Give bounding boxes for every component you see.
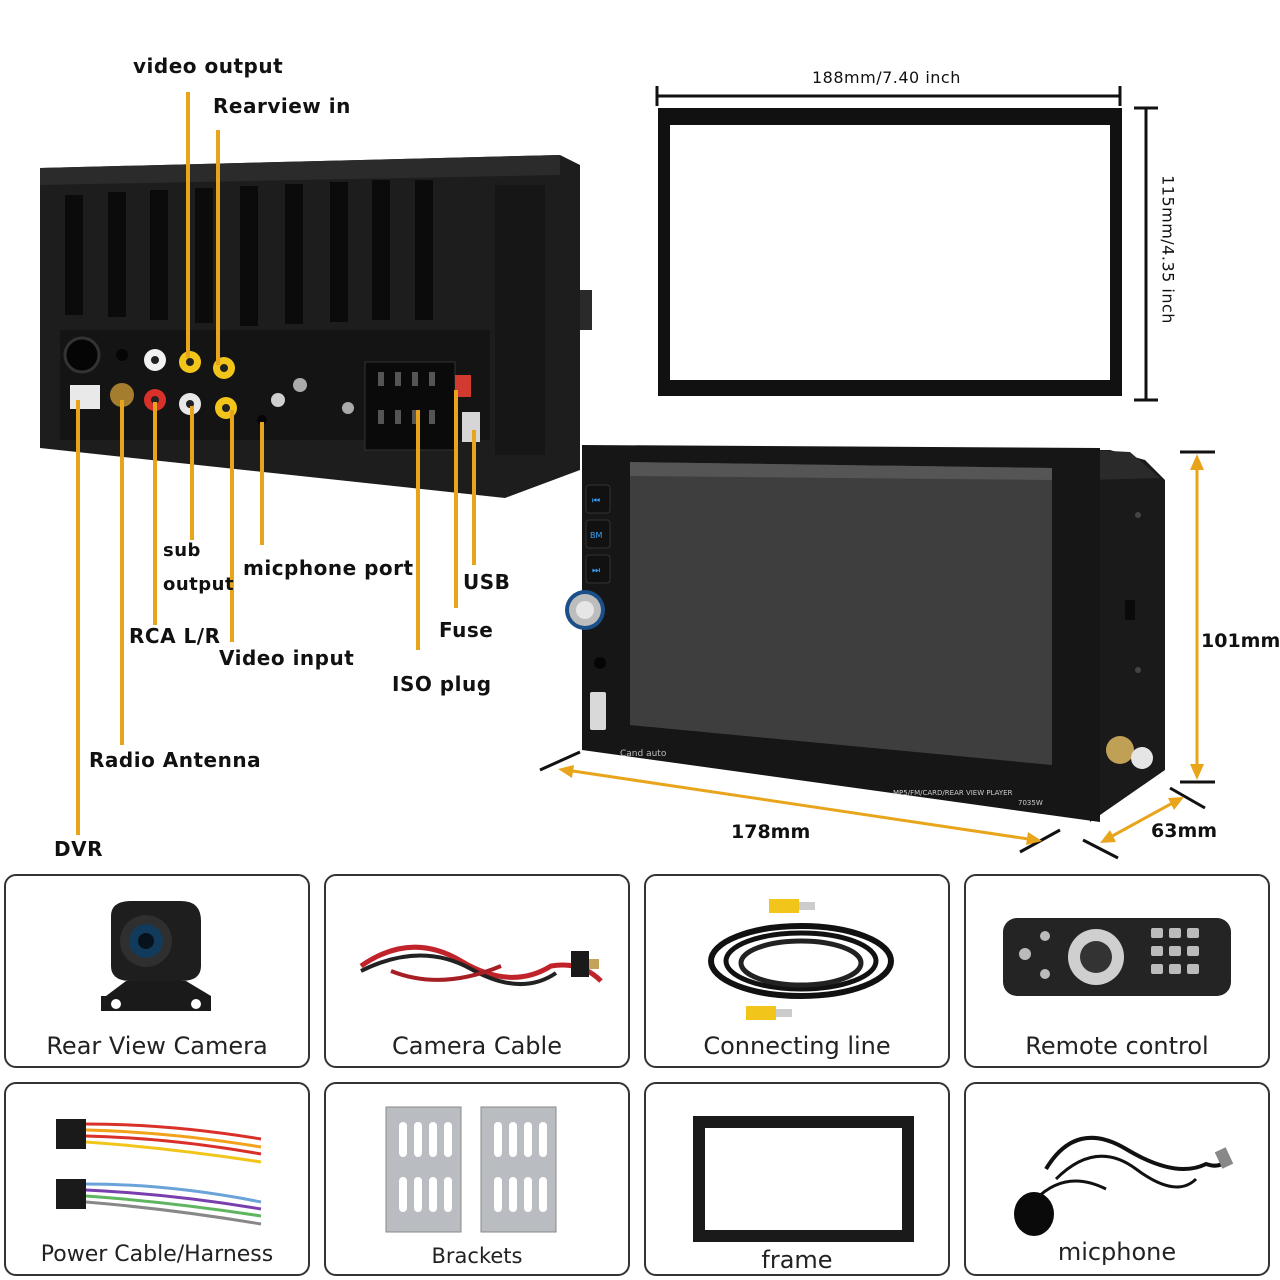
accessory-label: Brackets [431,1244,523,1268]
label-sub-output-line1: sub [163,540,201,561]
model-line-text: MP5/FM/CARD/REAR VIEW PLAYER [893,789,1013,797]
label-video-output: video output [133,54,284,78]
label-usb: USB [463,570,511,594]
accessory-label: Remote control [1025,1032,1209,1060]
callout-lines [76,92,476,835]
brand-text: Cand auto [620,749,667,759]
brackets-icon [385,1106,557,1233]
unit-height-arrow [1180,450,1215,784]
accessory-label: micphone [1057,1238,1177,1266]
micphone-icon [1014,1135,1234,1236]
label-video-input: Video input [219,646,355,670]
dim-frame-width: 188mm/7.40 inch [812,68,961,87]
frame-width-bracket [655,86,1122,106]
svg-text:⏭: ⏭ [592,566,600,576]
accessory-label: frame [761,1246,833,1274]
accessory-card-rear-view-camera: Rear View Camera [4,874,310,1068]
accessory-card-remote-control: Remote control [964,874,1270,1068]
accessory-card-camera-cable: Camera Cable [324,874,630,1068]
accessory-label: Connecting line [703,1032,891,1060]
front-unit-diagram: ⏮ BM ⏭ Cand auto MP5/FM/CARD/REAR VIEW P… [539,445,1215,860]
label-dvr: DVR [54,837,103,861]
accessory-card-brackets: Brackets [324,1082,630,1276]
label-sub-output-line2: output [163,574,235,595]
label-rearview-in: Rearview in [213,94,351,118]
rear-unit-body [40,155,592,498]
label-rca-lr: RCA L/R [129,624,221,648]
accessory-card-micphone: micphone [964,1082,1270,1276]
accessory-card-connecting-line: Connecting line [644,874,950,1068]
power-harness-icon [56,1119,262,1226]
dim-unit-height: 101mm [1201,630,1280,652]
frame-height-bracket [1134,106,1158,402]
frame-icon [693,1116,914,1242]
model-no-text: 7035W [1018,799,1043,807]
accessory-label: Rear View Camera [46,1032,268,1060]
accessory-card-frame: frame [644,1082,950,1276]
svg-text:⏮: ⏮ [592,496,600,506]
accessory-label: Power Cable/Harness [40,1242,274,1267]
label-fuse: Fuse [439,618,494,642]
rear-unit-diagram [40,92,592,835]
label-radio-antenna: Radio Antenna [89,748,262,772]
btn-bm-text: BM [590,531,602,540]
touch-screen [630,462,1052,765]
accessory-label: Camera Cable [392,1032,562,1060]
dim-unit-width: 178mm [731,821,811,843]
dim-frame-height: 115mm/4.35 inch [1158,175,1178,324]
connecting-line-icon [708,899,894,1020]
camera-cable-icon [359,944,603,986]
accessory-card-power-cable: Power Cable/Harness [4,1082,310,1276]
dim-unit-depth: 63mm [1151,820,1218,842]
frame-dimension-diagram [655,86,1158,402]
label-iso-plug: ISO plug [392,672,492,696]
unit-depth-arrow [1082,786,1206,860]
label-micphone-port: micphone port [243,556,414,580]
remote-control-icon [1003,918,1231,996]
unit-width-arrow [539,750,1061,854]
rear-camera-icon [101,901,211,1011]
